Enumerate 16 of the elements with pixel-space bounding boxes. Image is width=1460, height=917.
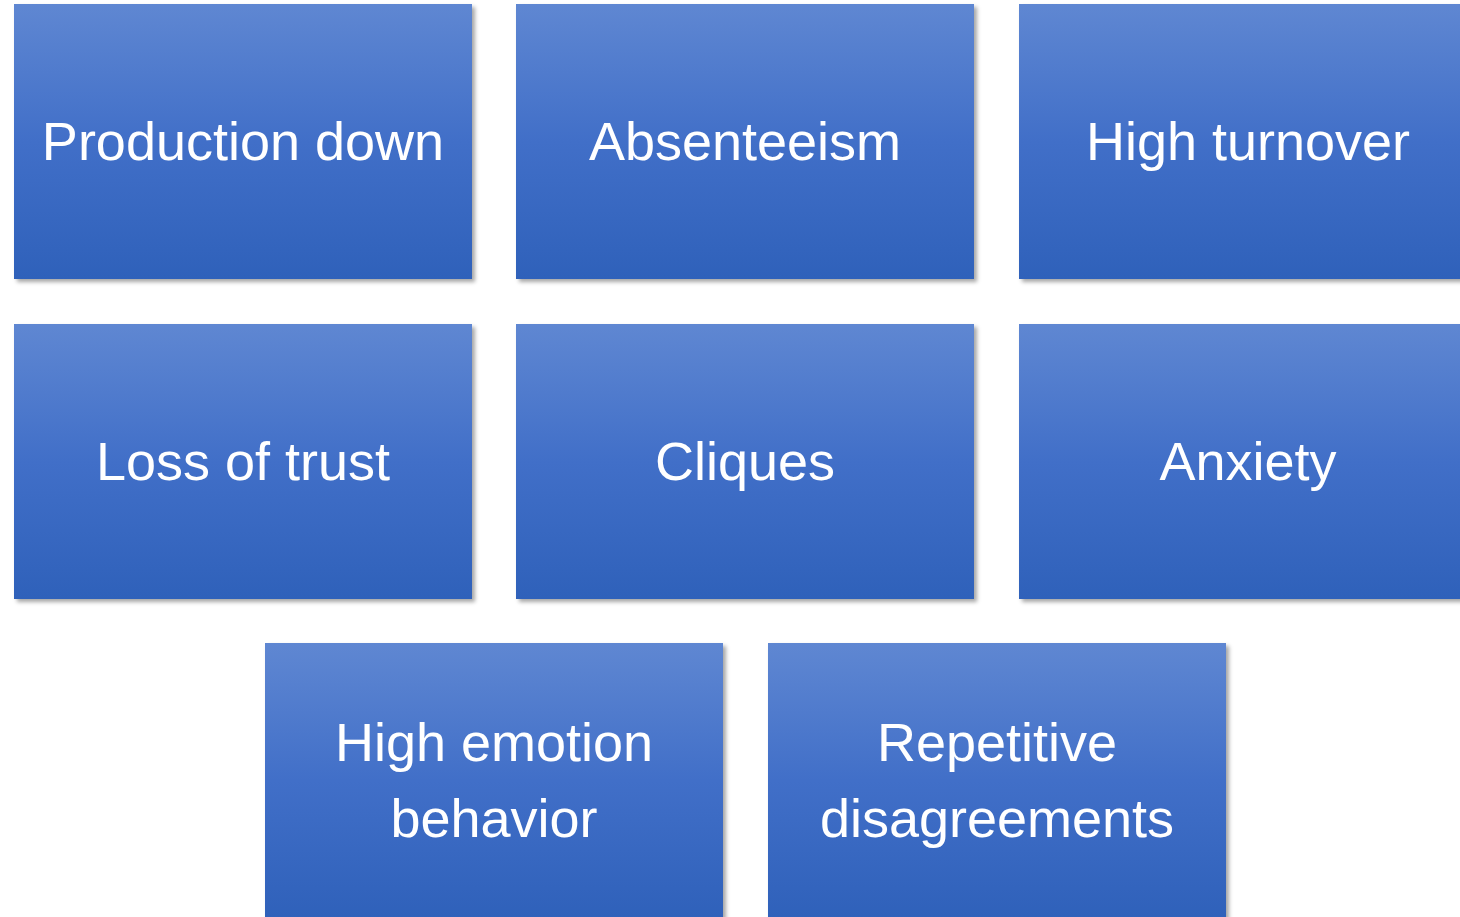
process-box [14,4,472,279]
box-label: Loss of trust [95,429,391,493]
process-box [516,324,974,599]
box-label: Absenteeism [588,109,902,173]
box-label: Anxiety [1159,429,1337,493]
process-box [516,4,974,279]
box-label: High turnover [1085,109,1411,173]
box-label: Repetitive disagreements [818,710,1176,850]
process-box [14,324,472,599]
process-box [768,643,1226,917]
process-box [1019,324,1460,599]
box-label: Production down [41,109,445,173]
process-box [265,643,723,917]
box-label: High emotion behavior [333,710,655,850]
process-box [1019,4,1460,279]
box-label: Cliques [654,429,836,493]
